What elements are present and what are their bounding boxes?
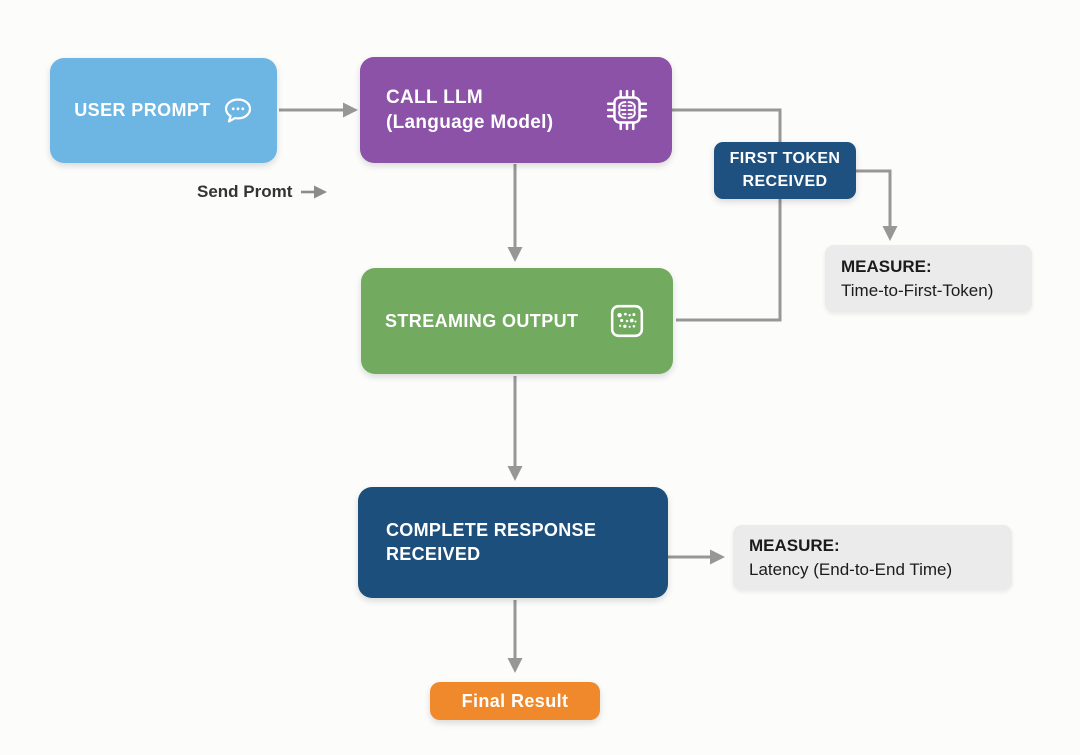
measure-ttft-box: MEASURE: Time-to-First-Token) <box>825 245 1032 312</box>
arrowhead-down-4 <box>507 658 523 673</box>
first-token-label-line2: RECEIVED <box>742 172 828 190</box>
user-prompt-label: USER PROMPT <box>74 100 211 120</box>
streaming-dots-icon <box>610 304 644 338</box>
call-llm-label-line1: CALL LLM <box>386 86 484 108</box>
node-final-result: Final Result <box>430 682 600 720</box>
arrowhead-right-2 <box>710 549 725 565</box>
node-call-llm: CALL LLM (Language Model) <box>360 57 672 163</box>
measure-ttft-value: Time-to-First-Token) <box>841 280 994 300</box>
chat-bubble-icon <box>224 97 251 123</box>
node-first-token: FIRST TOKEN RECEIVED <box>714 142 856 199</box>
send-prompt-label-group: Send Promt <box>197 182 328 202</box>
measure-latency-box: MEASURE: Latency (End-to-End Time) <box>733 525 1012 590</box>
send-prompt-label: Send Promt <box>197 182 293 201</box>
measure-latency-value: Latency (End-to-End Time) <box>749 559 953 579</box>
complete-response-label-line1: COMPLETE RESPONSE <box>386 519 597 540</box>
arrowhead-down-3 <box>507 466 523 481</box>
ai-chip-icon <box>606 89 648 131</box>
arrowhead-right-1 <box>343 102 358 118</box>
arrow-firsttoken-to-measure <box>853 169 892 227</box>
elbow-llm-to-streaming <box>672 108 782 322</box>
arrowhead-down-1 <box>507 247 523 262</box>
call-llm-label-line2: (Language Model) <box>386 112 554 133</box>
measure-latency-title: MEASURE: <box>749 535 840 555</box>
measure-ttft-title: MEASURE: <box>841 256 932 276</box>
arrowhead-down-2 <box>882 226 898 241</box>
streaming-output-label: STREAMING OUTPUT <box>385 310 579 331</box>
final-result-label: Final Result <box>461 690 569 711</box>
node-complete-response: COMPLETE RESPONSE RECEIVED <box>358 487 668 598</box>
complete-response-label-line2: RECEIVED <box>386 543 481 564</box>
node-user-prompt: USER PROMPT <box>50 58 277 163</box>
node-streaming-output: STREAMING OUTPUT <box>361 268 673 374</box>
send-prompt-arrow-icon <box>301 185 328 199</box>
first-token-label-line1: FIRST TOKEN <box>729 150 841 168</box>
